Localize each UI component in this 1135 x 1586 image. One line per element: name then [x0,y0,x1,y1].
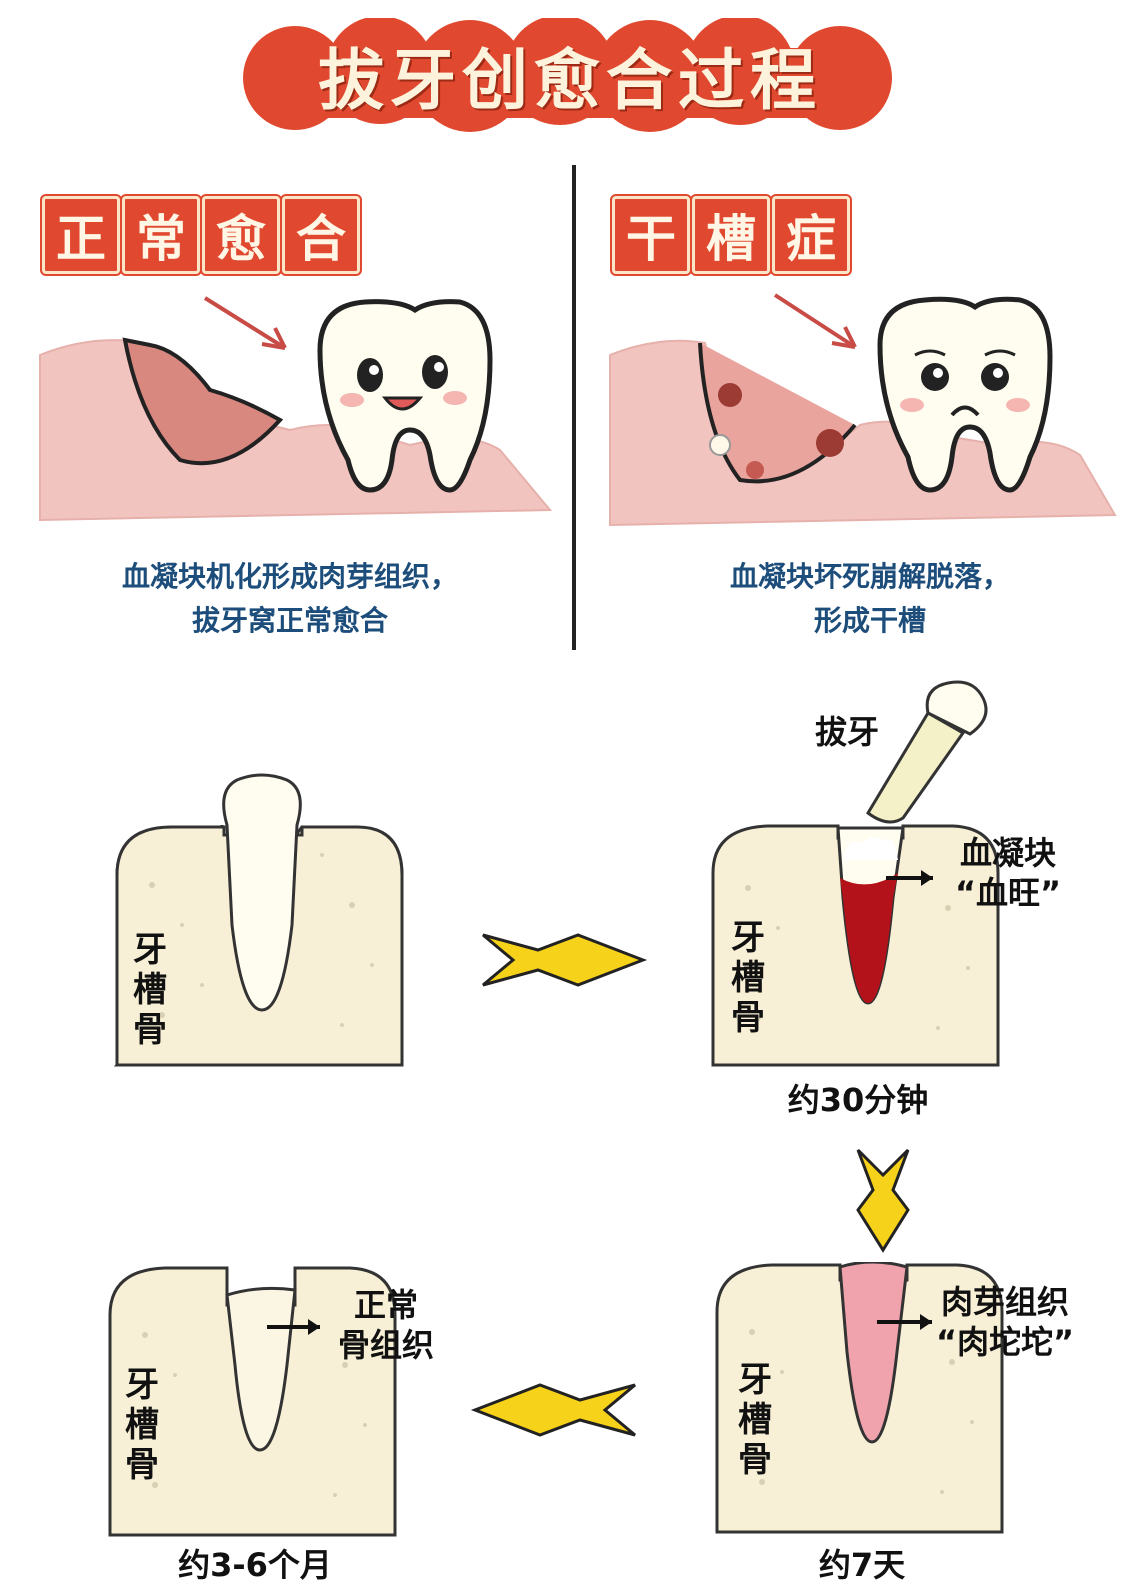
tag-char: 合 [280,194,362,276]
arrow-left-icon [470,1383,636,1437]
arrow-down-icon [856,1148,910,1253]
normal-healing-tag: 正 常 愈 合 [40,194,362,276]
tag-char: 常 [120,194,202,276]
clot-label-line2: “血旺” [955,874,1062,912]
label-char: 槽 [731,958,765,998]
happy-tooth-icon [317,299,493,493]
title-banner [243,18,892,132]
dry-socket-caption: 血凝块坏死崩解脱落， 形成干槽 [620,555,1120,643]
clot-label: 血凝块 “血旺” [955,833,1061,913]
normal-healing-illustration [39,296,553,522]
label-char: 骨 [125,1445,159,1485]
label-char: 牙 [133,930,167,970]
normal-caption: 血凝块机化形成肉芽组织， 拔牙窝正常愈合 [40,555,540,643]
extracted-tooth-icon [866,680,988,824]
dry-socket-caption-line1: 血凝块坏死崩解脱落， [729,560,1010,593]
page-title: 拔牙创愈合过程 [318,42,822,119]
alveolar-bone-label: 牙 槽 骨 [728,918,768,1038]
pointer-arrow-icon [261,327,287,350]
tag-char: 正 [40,194,122,276]
blood-clot [840,873,898,1003]
stage-blood-clot [711,680,1000,1067]
label-char: 骨 [133,1010,167,1050]
alveolar-bone-label: 牙 槽 骨 [130,930,170,1050]
alveolar-bone-label: 牙 槽 骨 [122,1365,162,1485]
label-char: 槽 [738,1400,772,1440]
label-char: 槽 [125,1405,159,1445]
stage-new-bone [108,1266,397,1537]
granulation-label: 肉芽组织 “肉坨坨” [936,1282,1074,1362]
stage-granulation-tissue [715,1262,1004,1534]
debris-fragments [709,383,844,479]
clot-label-line1: 血凝块 [960,834,1057,872]
label-char: 牙 [731,918,765,958]
tag-char: 症 [770,194,852,276]
dry-socket-tag: 干 槽 症 [610,194,852,276]
empty-socket [698,342,857,484]
new-bone-label: 正常 骨组织 [338,1285,434,1365]
normal-caption-line1: 血凝块机化形成肉芽组织， [121,560,458,593]
label-char: 骨 [731,998,765,1038]
bone-time: 约3-6个月 [178,1546,332,1584]
label-char: 牙 [125,1365,159,1405]
granulation-label-line2: “肉坨坨” [936,1323,1075,1361]
tag-char: 槽 [690,194,772,276]
arrow-right-icon [482,933,648,987]
stage-tooth-in-bone [113,773,404,1067]
tooth-icon [222,773,302,1012]
new-bone-label-line2: 骨组织 [338,1326,435,1364]
granulation-tissue [838,1262,909,1444]
pointer-arrow-icon [920,1314,932,1330]
label-char: 牙 [738,1360,772,1400]
new-bone-label-line1: 正常 [354,1286,419,1324]
tag-char: 干 [610,194,692,276]
tag-char: 愈 [200,194,282,276]
dry-socket-caption-line2: 形成干槽 [813,604,926,637]
dry-socket-illustration [609,293,1117,527]
panel-divider [572,165,576,650]
label-char: 骨 [738,1440,772,1480]
normal-caption-line2: 拔牙窝正常愈合 [191,604,388,637]
granulation-label-line1: 肉芽组织 [941,1283,1070,1321]
clot-time: 约30分钟 [787,1081,929,1119]
pointer-arrow-icon [308,1319,320,1335]
granulation-time: 约7天 [818,1546,906,1584]
extraction-label: 拔牙 [815,713,880,751]
sad-tooth-icon [877,296,1053,493]
pointer-arrow-icon [831,326,857,349]
alveolar-bone-label: 牙 槽 骨 [735,1360,775,1480]
label-char: 槽 [133,970,167,1010]
healing-clot [122,337,284,466]
pointer-arrow-icon [921,870,933,886]
